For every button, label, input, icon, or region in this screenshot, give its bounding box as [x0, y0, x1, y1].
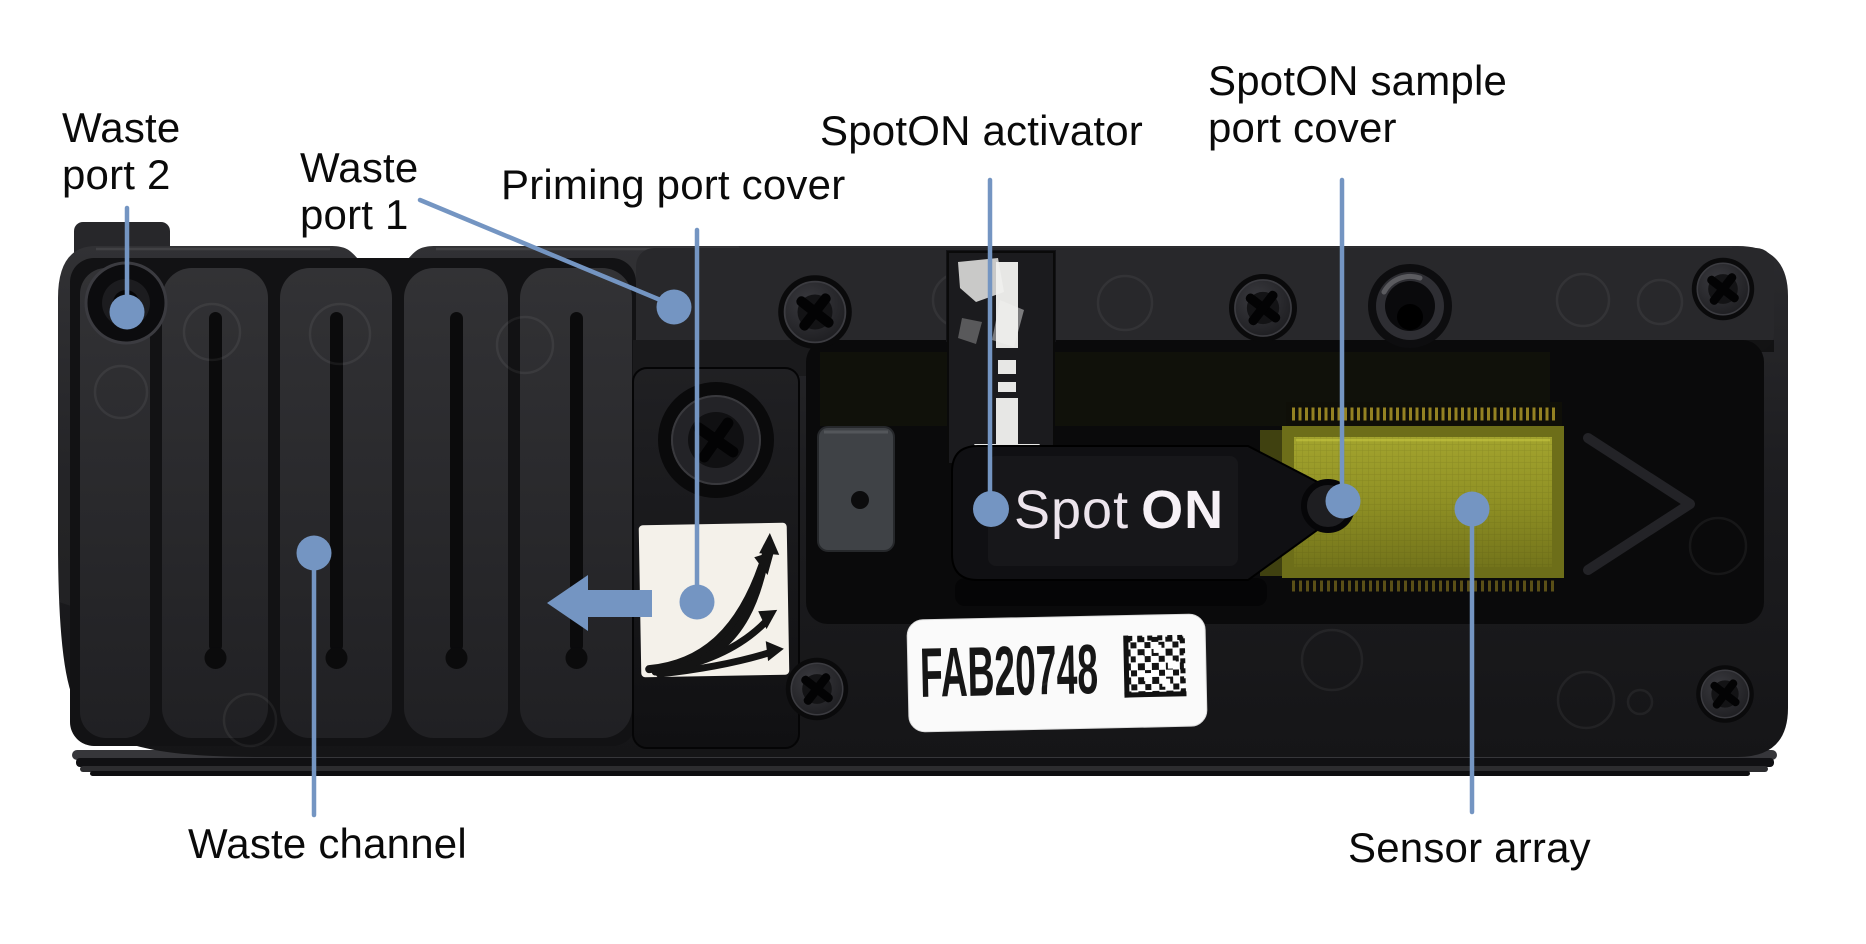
label-waste-port-2-line1: Waste — [62, 104, 181, 151]
glossy-port — [1368, 264, 1452, 348]
waste-channel-area — [70, 258, 636, 748]
callout-dots — [109, 289, 1490, 620]
callout-lines — [124, 177, 1475, 818]
callout-dot-waste-port-2 — [109, 294, 145, 330]
callout-dot-priming-port-cover — [679, 584, 715, 620]
left-arrow-icon — [547, 575, 652, 631]
mold-marks — [1007, 516, 1748, 730]
label-waste-port-1-line2: port 1 — [300, 191, 409, 238]
waste-finger — [80, 268, 150, 738]
label-waste-port-1: Waste port 1 — [300, 144, 418, 238]
label-spoton-sample-line1: SpotON sample — [1208, 57, 1508, 104]
callout-dot-spoton-activator — [973, 491, 1009, 527]
callout-line-waste-port-1 — [417, 197, 673, 307]
label-priming-port-cover: Priming port cover — [501, 161, 846, 208]
label-sensor-array: Sensor array — [1348, 824, 1591, 871]
callout-dot-sensor-array — [1454, 491, 1490, 527]
waste-channel-slots — [204, 312, 588, 669]
label-waste-port-2-line2: port 2 — [62, 151, 171, 198]
datamatrix-barcode-icon — [1123, 634, 1187, 698]
callout-dot-spoton-sample-port-cover — [1325, 483, 1361, 519]
label-spoton-sample-port-cover: SpotON sample port cover — [1208, 57, 1507, 151]
label-waste-port-1-line1: Waste — [300, 144, 419, 191]
priming-port-cover[interactable] — [632, 367, 800, 749]
device-id-label: FAB20748 — [906, 613, 1208, 733]
label-waste-channel: Waste channel — [188, 820, 467, 867]
label-spoton-sample-line2: port cover — [1208, 104, 1397, 151]
device-id-text: FAB20748 — [919, 630, 1099, 712]
callout-dot-waste-channel — [296, 535, 332, 571]
label-spoton-activator: SpotON activator — [820, 107, 1143, 154]
callout-dot-waste-port-1 — [656, 289, 692, 325]
label-waste-port-2: Waste port 2 — [62, 104, 180, 198]
port-plate — [817, 426, 895, 552]
priming-cover-screw — [658, 382, 774, 498]
